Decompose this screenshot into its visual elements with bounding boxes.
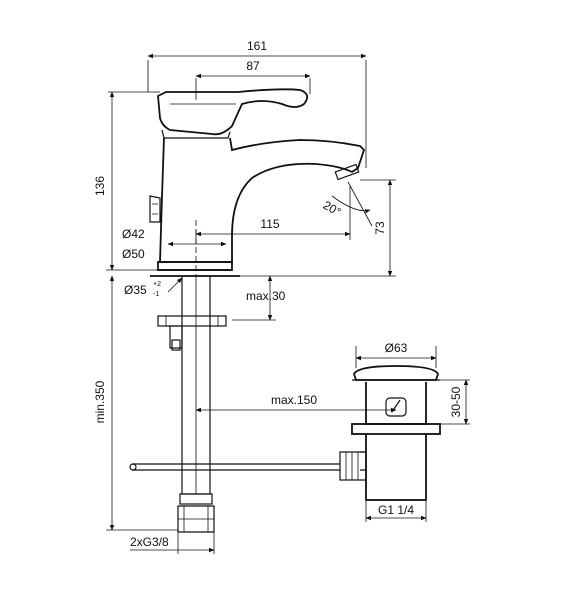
fixing-stud bbox=[169, 325, 183, 349]
dim-max-deck: max.30 bbox=[246, 289, 286, 303]
dim-min-hose: min.350 bbox=[93, 380, 107, 423]
dim-spout-reach: 115 bbox=[260, 217, 279, 231]
dim-base-diameter: Ø50 bbox=[122, 247, 145, 261]
base-plate bbox=[157, 261, 233, 271]
dim-hole-diameter: Ø35 bbox=[124, 283, 147, 297]
dim-waste-diameter: Ø63 bbox=[385, 341, 408, 355]
dim-lever-length: 87 bbox=[246, 59, 260, 73]
rod-connection bbox=[339, 451, 367, 481]
dim-height: 136 bbox=[93, 176, 107, 196]
hose-connector bbox=[179, 493, 213, 505]
waste-body bbox=[365, 382, 427, 425]
aerator bbox=[334, 163, 360, 181]
dimension-labels: 161 87 136 73 115 20° Ø42 Ø50 Ø35 +2 -1 … bbox=[93, 39, 463, 549]
waste-tailpiece bbox=[365, 434, 427, 501]
faucet-column bbox=[159, 137, 366, 263]
dim-hose-connections: 2xG3/8 bbox=[130, 535, 169, 549]
faucet-body bbox=[149, 88, 366, 277]
lever-handle bbox=[157, 88, 309, 136]
waste-flange-nut bbox=[351, 423, 441, 435]
dim-waste-thread: G1 1/4 bbox=[378, 503, 414, 517]
waste-plug-head bbox=[353, 365, 439, 381]
hose-assembly bbox=[129, 275, 340, 533]
dimension-lines bbox=[106, 53, 470, 554]
popup-waste bbox=[339, 365, 441, 501]
mounting-bracket bbox=[157, 315, 227, 327]
dim-base-top: Ø42 bbox=[122, 227, 145, 241]
dim-waste-adjust: 30-50 bbox=[449, 386, 463, 417]
dim-angle: 20° bbox=[321, 198, 344, 219]
overflow-slot bbox=[385, 397, 407, 417]
popup-rod-knob bbox=[149, 195, 161, 223]
dim-overall-width: 161 bbox=[247, 39, 267, 53]
dim-hole-tol-lower: -1 bbox=[153, 291, 159, 298]
dim-hole-tol-upper: +2 bbox=[153, 281, 161, 288]
dim-max-waste: max.150 bbox=[271, 393, 317, 407]
dim-spout-height: 73 bbox=[373, 221, 387, 235]
